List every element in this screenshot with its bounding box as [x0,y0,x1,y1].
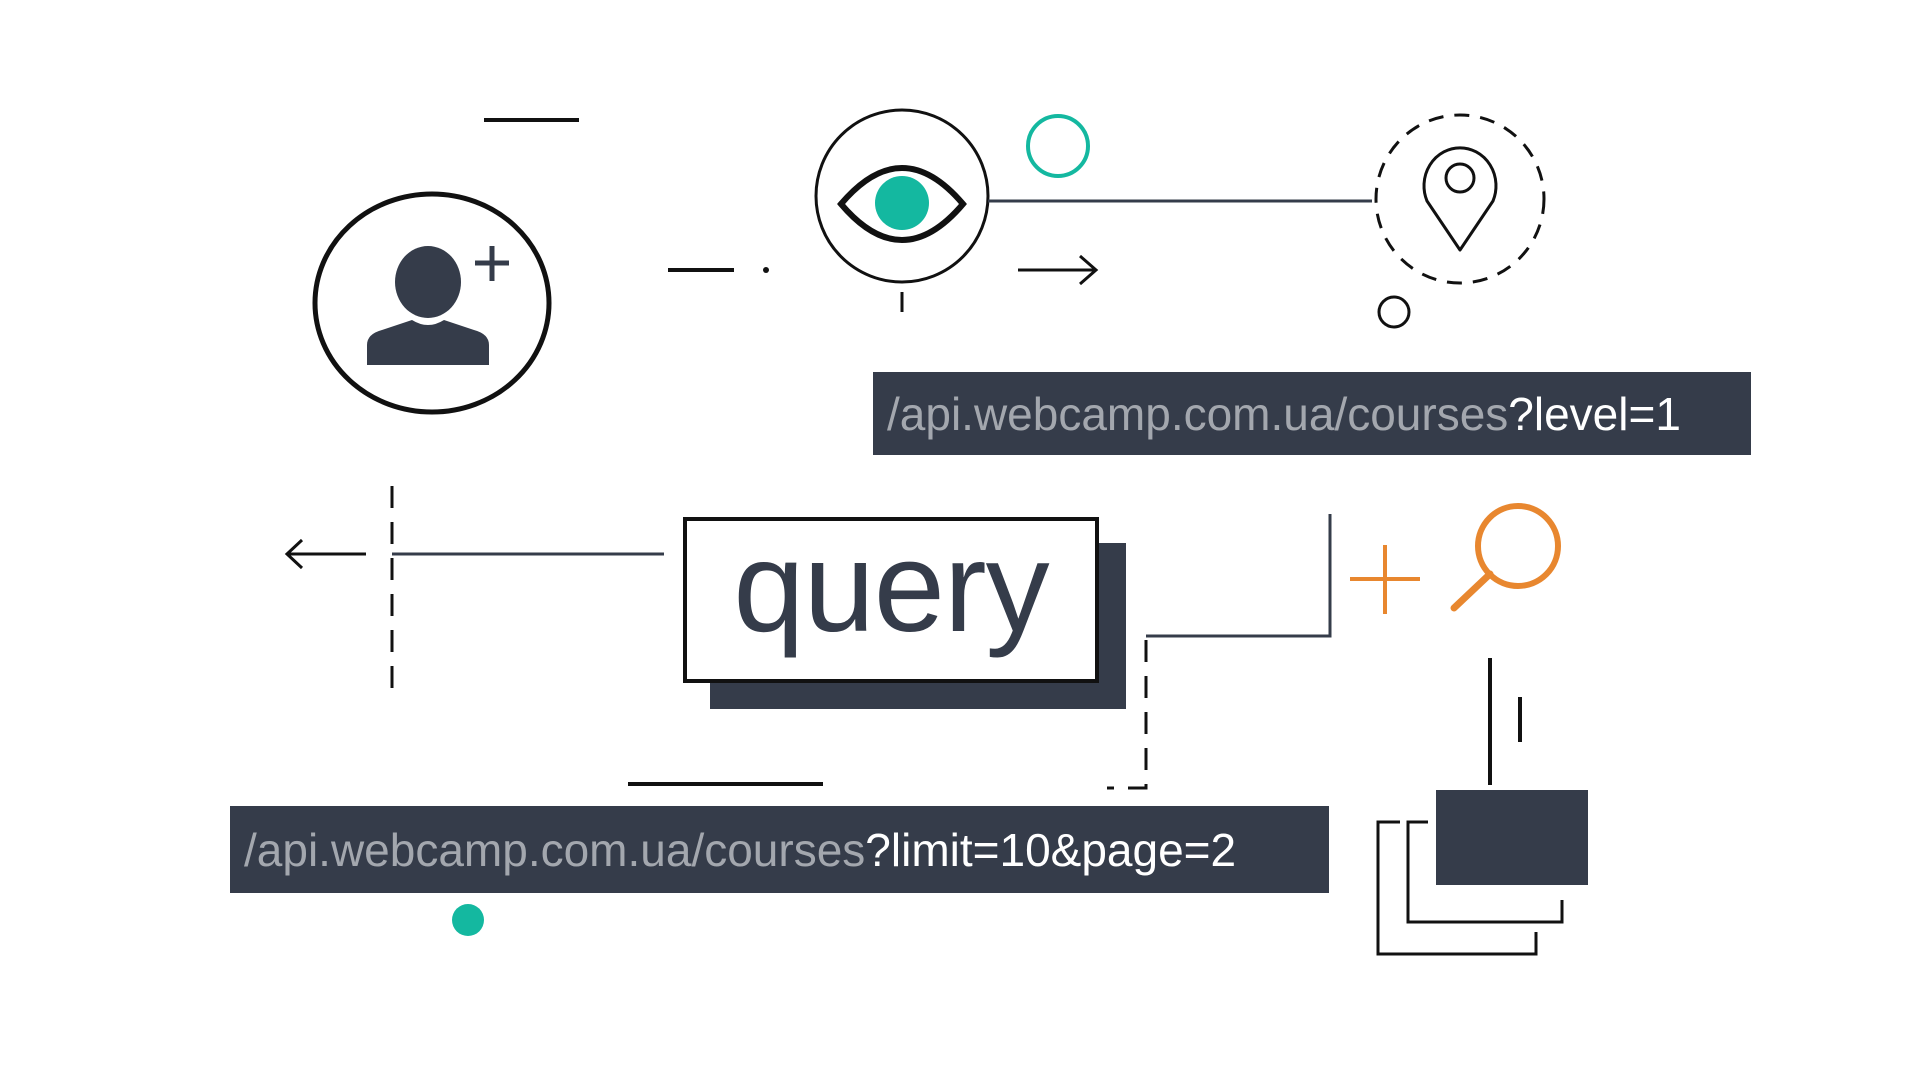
url-bar-level: /api.webcamp.com.ua/courses?level=1 [873,372,1751,455]
search-icon [1450,503,1561,612]
query-label: query [733,516,1049,659]
url-bar-pagination: /api.webcamp.com.ua/courses?limit=10&pag… [230,806,1329,893]
url-path: /api.webcamp.com.ua/courses [887,387,1509,440]
teal-ring [1026,114,1090,178]
arrow-left-icon [284,538,366,570]
stacked-pages-icon [1376,790,1588,956]
dashed-connector [1107,640,1148,790]
query-label-box: query [683,517,1099,683]
location-pin-icon [1374,113,1546,285]
small-ring [1377,295,1411,329]
url-params: ?limit=10&page=2 [865,823,1237,876]
url-params: ?level=1 [1508,387,1681,440]
add-user-icon [312,191,552,415]
url-path: /api.webcamp.com.ua/courses [244,823,866,876]
arrow-right-icon [1018,254,1099,286]
teal-dot [452,904,484,936]
deco-dot [763,267,769,273]
eye-icon [814,108,990,284]
plus-icon [1350,545,1420,614]
right-connector [1146,514,1332,638]
